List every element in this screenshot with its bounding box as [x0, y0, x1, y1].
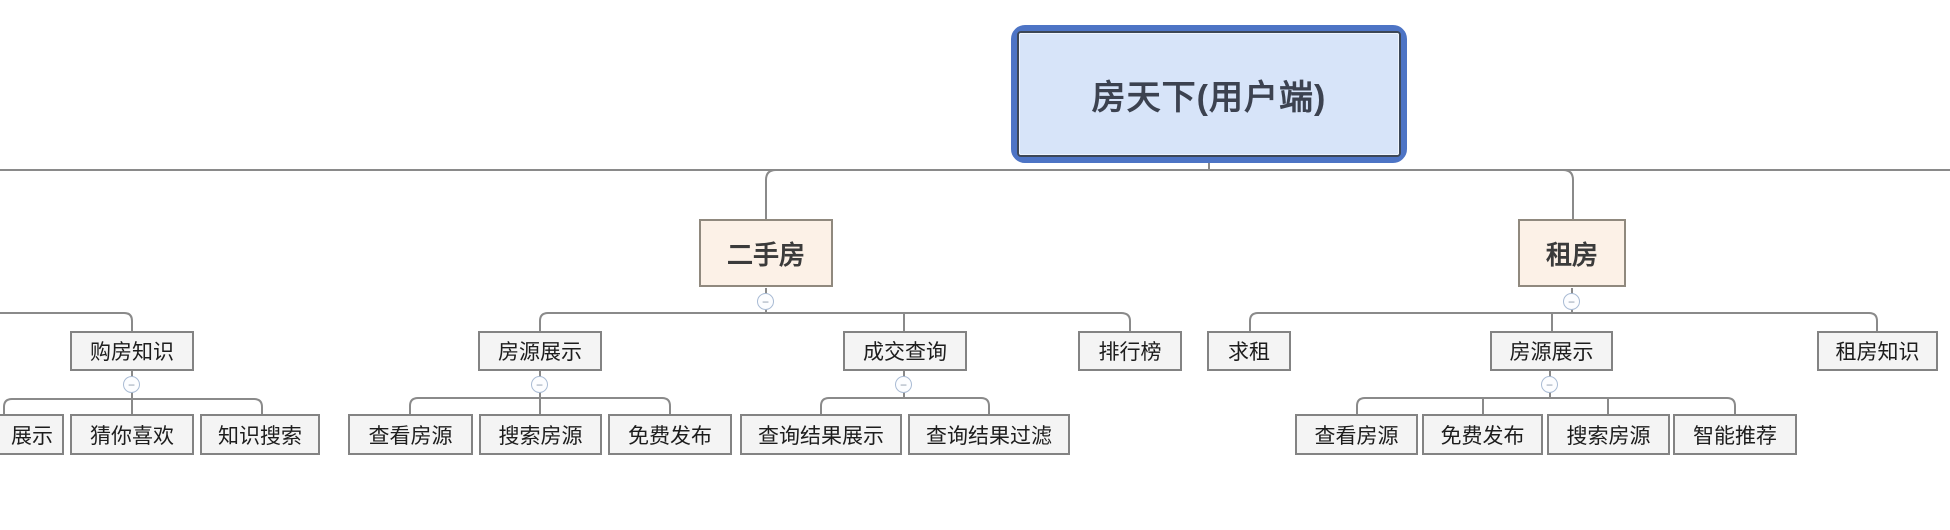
root-node[interactable]: 房天下(用户端) [1011, 25, 1407, 163]
node-transaction-query[interactable]: 成交查询 [843, 331, 967, 371]
node-second-hand-housing[interactable]: 二手房 [699, 219, 833, 287]
node-rent-wanted[interactable]: 求租 [1207, 331, 1291, 371]
node-free-post-rent[interactable]: 免费发布 [1422, 414, 1543, 455]
node-free-post-secondhand[interactable]: 免费发布 [608, 414, 732, 455]
collapse-button-listing-display-rent[interactable]: − [1541, 376, 1558, 393]
node-smart-recommendation[interactable]: 智能推荐 [1673, 414, 1797, 455]
collapse-button-home-buying-knowledge[interactable]: − [123, 376, 140, 393]
node-renting-knowledge[interactable]: 租房知识 [1817, 331, 1938, 371]
collapse-button-second-hand-housing[interactable]: − [757, 293, 774, 310]
node-listing-display-rent[interactable]: 房源展示 [1490, 331, 1613, 371]
node-search-listings-rent[interactable]: 搜索房源 [1547, 414, 1670, 455]
node-home-buying-knowledge[interactable]: 购房知识 [70, 331, 194, 371]
collapse-button-renting[interactable]: − [1563, 293, 1580, 310]
node-display-partial[interactable]: 展示 [0, 414, 64, 455]
node-query-result-display[interactable]: 查询结果展示 [740, 414, 902, 455]
node-renting[interactable]: 租房 [1518, 219, 1626, 287]
node-ranking-list[interactable]: 排行榜 [1078, 331, 1182, 371]
root-node-label: 房天下(用户端) [1017, 31, 1401, 157]
node-query-result-filter[interactable]: 查询结果过滤 [908, 414, 1070, 455]
collapse-button-transaction-query[interactable]: − [895, 376, 912, 393]
node-guess-you-like[interactable]: 猜你喜欢 [70, 414, 194, 455]
node-listing-display-secondhand[interactable]: 房源展示 [478, 331, 602, 371]
node-view-listings-rent[interactable]: 查看房源 [1295, 414, 1418, 455]
node-knowledge-search[interactable]: 知识搜索 [200, 414, 320, 455]
collapse-button-listing-display-secondhand[interactable]: − [531, 376, 548, 393]
node-view-listings-secondhand[interactable]: 查看房源 [348, 414, 473, 455]
node-search-listings-secondhand[interactable]: 搜索房源 [479, 414, 602, 455]
